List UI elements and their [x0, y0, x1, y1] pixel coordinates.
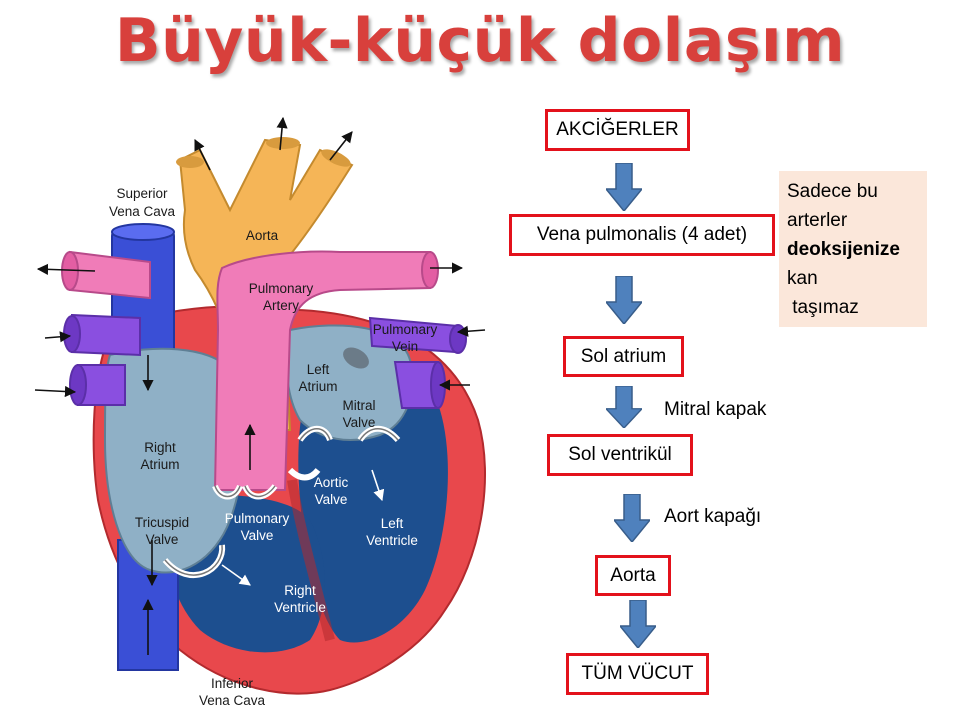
note-line-3: deoksijenize: [787, 239, 900, 260]
aort-kapagi-label: Aort kapağı: [664, 506, 762, 527]
note-line-1: Sadece bu: [787, 181, 878, 202]
flow-step-akcigerler: AKCİĞERLER: [545, 109, 690, 151]
flow-step-aorta: Aorta: [595, 555, 671, 596]
note-line-5: taşımaz: [787, 297, 859, 318]
flow-step-sol-atrium: Sol atrium: [563, 336, 684, 377]
flow-arrow-5: [620, 600, 656, 648]
note-box: Sadece bu arterler deoksijenize kan taşı…: [779, 171, 927, 327]
flow-step-tum-vucut: TÜM VÜCUT: [566, 653, 709, 695]
pulmonary-vein-left-upper: [71, 313, 141, 357]
label-aorta: Aorta: [246, 228, 279, 243]
pulmonary-artery: [213, 250, 431, 491]
flow-arrow-1: [606, 163, 642, 211]
note-line-2: arterler: [787, 210, 848, 231]
flow-arrow-4: [614, 494, 650, 542]
flow-step-sol-ventrikul: Sol ventrikül: [547, 434, 693, 476]
page-title: Büyük-küçük dolaşım: [114, 6, 846, 76]
mitral-kapak-label: Mitral kapak: [664, 399, 767, 420]
flow-arrow-3: [606, 386, 642, 428]
note-line-4: kan: [787, 268, 818, 289]
flow-arrow-2: [606, 276, 642, 324]
flow-step-vena-pulmonalis: Vena pulmonalis (4 adet): [509, 214, 775, 256]
